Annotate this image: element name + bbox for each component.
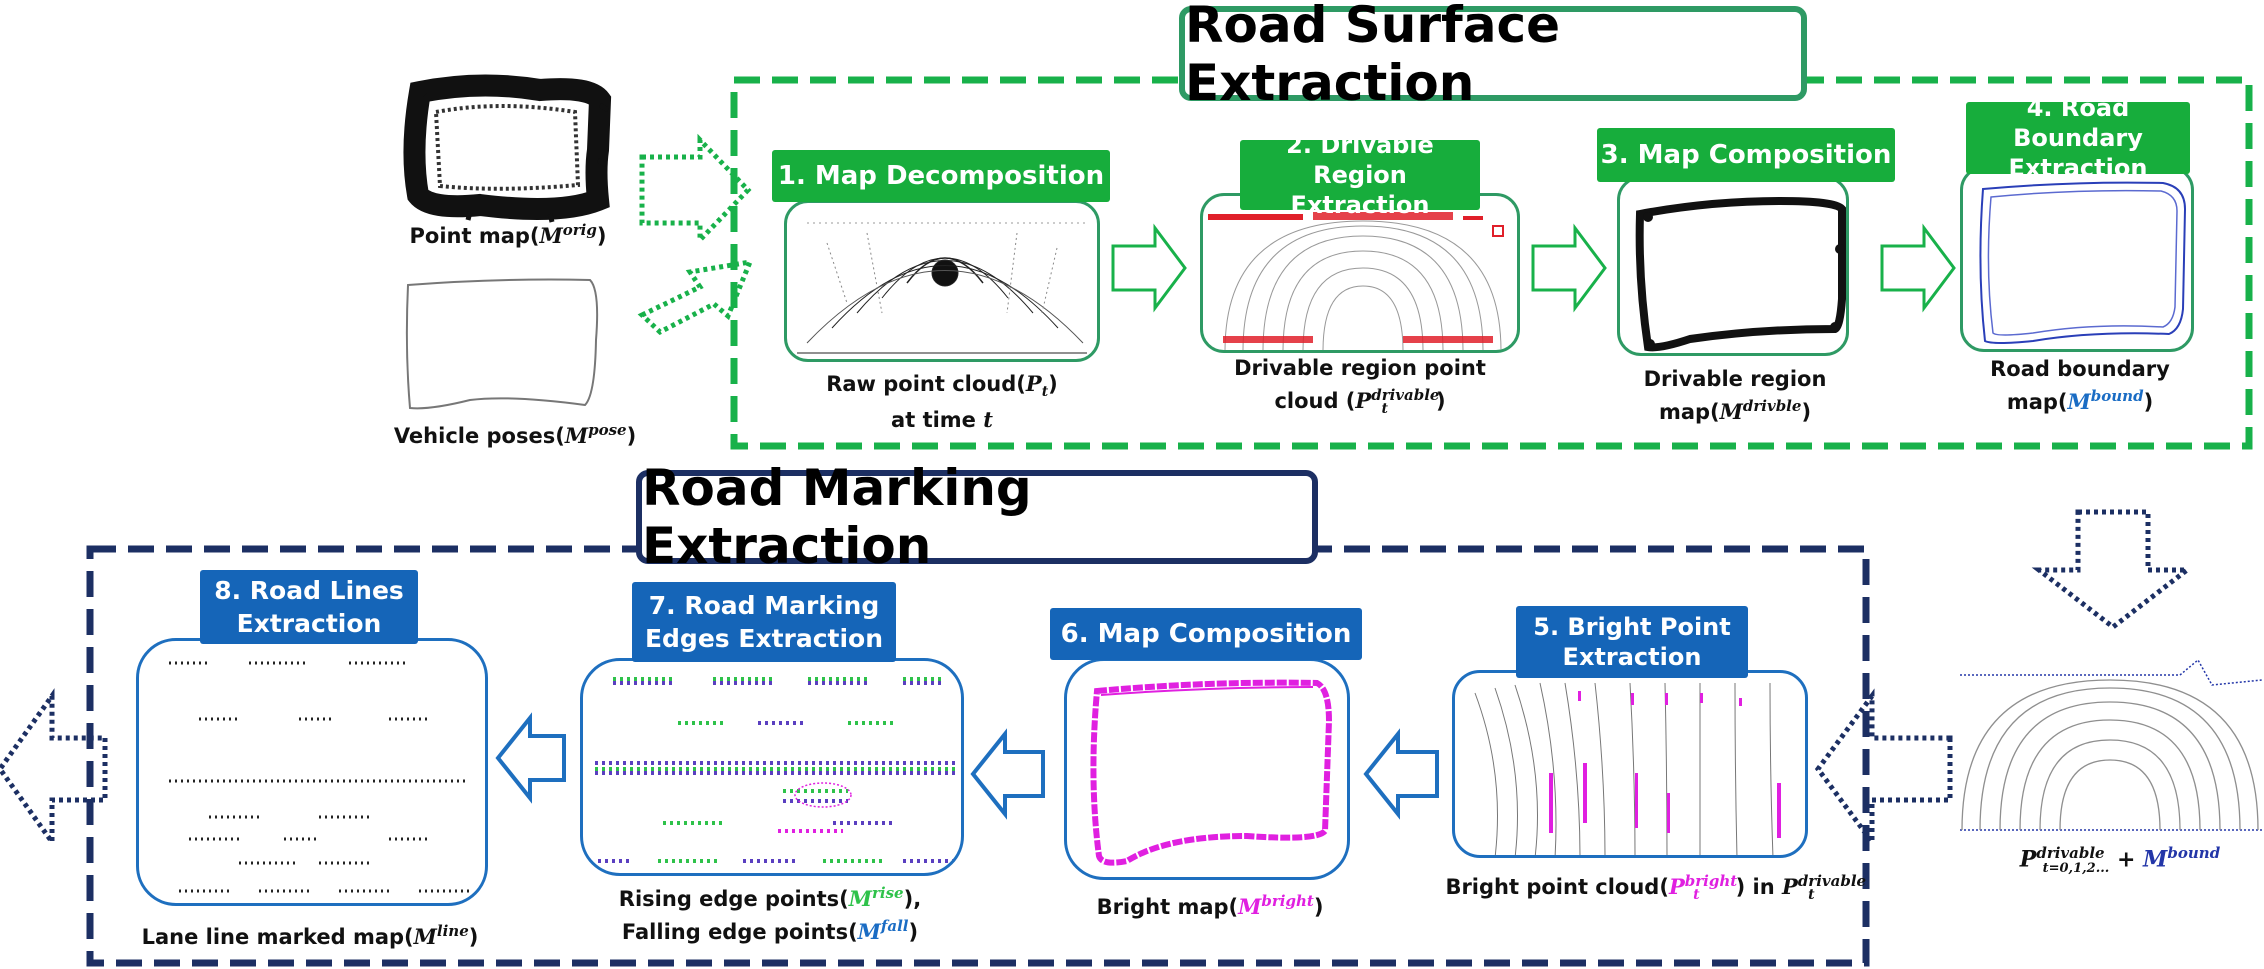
arrow-step7-to-8 xyxy=(495,712,566,804)
merged-drivable-image xyxy=(1960,658,2263,831)
step4-caption: Road boundary map(Mbound) xyxy=(1990,357,2170,414)
step3-label: 3. Map Composition xyxy=(1597,128,1895,182)
step3-panel xyxy=(1617,176,1849,356)
surface-title: Road Surface Extraction xyxy=(1179,0,1807,112)
input-arrow-top xyxy=(639,133,752,247)
surface-dashed-frame xyxy=(730,76,2253,450)
drivable-map-image xyxy=(1635,196,1846,352)
point-map-caption: Point map(Morig) xyxy=(409,221,607,248)
bright-point-cloud-image xyxy=(1474,682,1781,855)
step6-caption: Bright map(Mbright) xyxy=(1096,892,1324,919)
raw-point-cloud-image xyxy=(797,222,1087,354)
step8-caption: Lane line marked map(Mline) xyxy=(141,922,479,949)
step4-label: 4. Road Boundary Extraction xyxy=(1966,94,2190,182)
arrow-step2-to-3 xyxy=(1531,223,1607,313)
vehicle-poses-caption: Vehicle poses(Mpose) xyxy=(393,421,637,448)
input-arrow-bottom xyxy=(637,258,755,336)
bright-map-image xyxy=(1090,679,1333,866)
marking-edges-image xyxy=(595,677,955,863)
arrow-step5-to-6 xyxy=(1363,728,1439,820)
merge-caption: Pdrivablet=0,1,2... + Mbound xyxy=(2019,844,2221,876)
step5-caption: Bright point cloud(Pbrightt) in Pdrivabl… xyxy=(1445,872,1867,904)
step5-label: 5. Bright Point Extraction xyxy=(1516,606,1748,678)
step8-label: 8. Road Lines Extraction xyxy=(200,570,418,644)
output-arrow xyxy=(0,688,108,850)
down-arrow xyxy=(2031,509,2195,631)
step8-panel xyxy=(136,638,488,906)
step7-caption: Rising edge points(Mrise), Falling edge … xyxy=(618,884,922,944)
step1-caption: Raw point cloud(Pt) at time t xyxy=(826,371,1058,433)
vehicle-poses-image xyxy=(405,278,599,410)
step4-panel xyxy=(1960,166,2194,352)
arrow-step1-to-2 xyxy=(1111,223,1187,313)
arrow-step6-to-7 xyxy=(970,728,1045,820)
step1-label: 1. Map Decomposition xyxy=(772,150,1110,202)
step5-panel xyxy=(1452,670,1808,858)
step6-label: 6. Map Composition xyxy=(1050,608,1362,660)
step2-label: 2. Drivable Region Extraction xyxy=(1240,131,1480,219)
step2-panel xyxy=(1200,193,1520,353)
point-map-image xyxy=(403,74,612,223)
arrow-step3-to-4 xyxy=(1880,223,1956,313)
arrow-into-marking xyxy=(1814,688,1953,850)
lane-line-map-image xyxy=(169,661,469,893)
drivable-point-cloud-image xyxy=(1208,212,1504,350)
marking-title: Road Marking Extraction xyxy=(636,459,1318,575)
step7-panel xyxy=(580,658,964,876)
step7-label: 7. Road Marking Edges Extraction xyxy=(632,582,896,662)
step3-caption: Drivable region map(Mdrivble) xyxy=(1643,367,1827,424)
step2-caption: Drivable region point cloud (Pdrivablet) xyxy=(1234,356,1486,418)
step1-panel xyxy=(784,200,1100,362)
step6-panel xyxy=(1064,658,1350,880)
road-boundary-map-image xyxy=(1979,181,2187,344)
